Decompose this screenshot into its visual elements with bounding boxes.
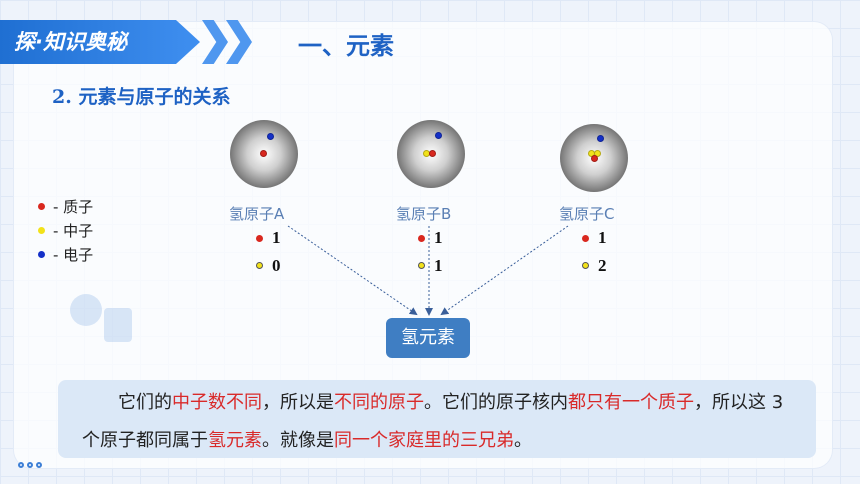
proton-icon (256, 235, 263, 242)
electron-icon (435, 132, 442, 139)
element-box: 氢元素 (386, 318, 470, 358)
atom-c-image (560, 124, 628, 192)
explanation-text: 。它们的原子核内 (424, 392, 568, 413)
electron-icon (38, 250, 45, 258)
proton-icon (582, 235, 589, 242)
neutron-icon (256, 262, 263, 269)
atom-a-label: 氢原子A (229, 205, 285, 223)
explanation-highlight: 不同的原子 (334, 392, 424, 413)
proton-icon (429, 150, 436, 157)
legend: - 质子 - 中子 - 电子 (38, 194, 93, 266)
decorative-tools-icon (70, 294, 132, 342)
neutron-icon (418, 262, 425, 269)
explanation-box: 它们的中子数不同，所以是不同的原子。它们的原子核内都只有一个质子，所以这 3 个… (58, 380, 816, 458)
atom-c-neutrons: 2 (598, 256, 607, 275)
proton-icon (418, 235, 425, 242)
explanation-text: ，所以是 (262, 392, 334, 413)
atom-a-image (230, 120, 298, 188)
atom-b-image (397, 120, 465, 188)
more-dots-icon (18, 462, 42, 468)
explanation-text: 它们的 (118, 392, 172, 413)
neutron-icon (582, 262, 589, 269)
atom-c-protons: 1 (598, 228, 607, 247)
arrow-c (440, 225, 569, 316)
legend-item-proton: - 质子 (38, 194, 93, 218)
legend-item-electron: - 电子 (38, 242, 93, 266)
electron-icon (597, 135, 604, 142)
atom-a-protons: 1 (272, 228, 281, 247)
electron-icon (267, 133, 274, 140)
proton-icon (591, 155, 598, 162)
atom-b-label: 氢原子B (396, 205, 452, 223)
legend-label: - 质子 (53, 197, 94, 216)
legend-label: - 中子 (53, 221, 94, 240)
banner-label: 探·知识奥秘 (14, 30, 127, 54)
proton-icon (260, 150, 267, 157)
subtitle: 2. 元素与原子的关系 (52, 86, 231, 108)
atom-b-neutrons: 1 (434, 256, 443, 275)
proton-icon (38, 202, 45, 210)
atom-c-label: 氢原子C (559, 205, 615, 223)
atom-b-protons: 1 (434, 228, 443, 247)
section-banner: 探·知识奥秘 (0, 20, 200, 64)
explanation-text: ，所以这 3 个原子都同属于 (82, 392, 784, 451)
explanation-highlight: 都只有一个质子 (568, 392, 694, 413)
legend-item-neutron: - 中子 (38, 218, 93, 242)
section-title: 一、元素 (298, 32, 394, 60)
explanation-highlight: 中子数不同 (172, 392, 262, 413)
atom-a-neutrons: 0 (272, 256, 281, 275)
explanation-highlight: 氢元素 (208, 430, 262, 451)
neutron-icon (38, 226, 45, 234)
explanation-highlight: 同一个家庭里的三兄弟 (334, 430, 514, 451)
legend-label: - 电子 (53, 245, 94, 264)
explanation-text: 。 (514, 430, 532, 451)
explanation-text: 。就像是 (262, 430, 334, 451)
element-label: 氢元素 (401, 327, 455, 348)
arrow-a (287, 225, 418, 316)
